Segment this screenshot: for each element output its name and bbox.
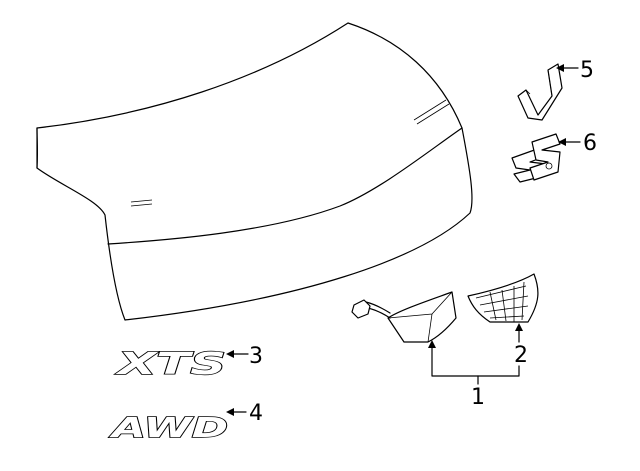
callout-1: 1 xyxy=(471,385,485,410)
grille-insert xyxy=(467,273,539,323)
callout-2: 2 xyxy=(514,343,528,368)
xts-badge: XTS xyxy=(114,346,227,382)
leader-lines xyxy=(226,64,581,416)
digits-emblem xyxy=(511,133,561,183)
xts-badge-text: XTS xyxy=(115,347,226,382)
callout-5: 5 xyxy=(580,58,594,83)
trunk-lid xyxy=(36,22,473,321)
callout-4: 4 xyxy=(249,401,263,426)
awd-badge: AWD xyxy=(108,410,229,444)
v-emblem xyxy=(517,63,563,121)
callout-3: 3 xyxy=(249,344,263,369)
awd-badge-text: AWD xyxy=(109,411,228,444)
callout-6: 6 xyxy=(583,131,597,156)
lamp-assembly xyxy=(351,291,457,343)
